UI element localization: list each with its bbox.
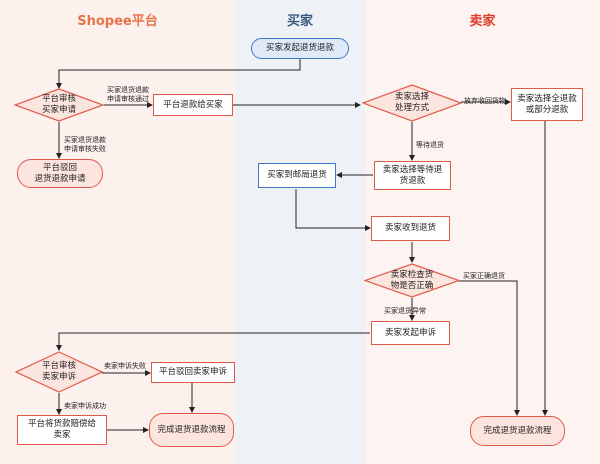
seller-receive-return-node: 卖家收到退货: [371, 216, 450, 241]
seller-appeal-node: 卖家发起申诉: [371, 321, 450, 345]
lane-title-platform: Shopee平台: [77, 14, 158, 29]
seller-choose-method-decision: 卖家选择 处理方式: [362, 84, 462, 122]
platform-reject-appeal-node: 平台驳回卖家申诉: [151, 362, 235, 383]
platform-reject-node: 平台驳回 退货退款申请: [17, 159, 103, 188]
lane-title-seller: 卖家: [469, 14, 496, 29]
platform-review-refund-decision: 平台审核 买家申请: [14, 88, 104, 122]
platform-review-appeal-decision: 平台审核 卖家申诉: [15, 351, 103, 393]
platform-refund-buyer-node: 平台退款给买家: [153, 94, 233, 116]
lane-platform: [0, 0, 235, 464]
seller-check-goods-text: 卖家检查货 物是否正确: [390, 269, 434, 291]
finish-left-node: 完成退货退款流程: [149, 413, 234, 447]
label-appeal-fail: 卖家申诉失败: [104, 362, 146, 370]
label-apply-fail: 买家退货退款 申请审核失败: [64, 136, 106, 153]
lane-buyer: [235, 0, 365, 464]
seller-wait-return-node: 卖家选择等待退 货退款: [374, 161, 451, 190]
finish-right-node: 完成退货退款流程: [470, 416, 565, 446]
buyer-ship-back-node: 买家到邮局退货: [258, 163, 336, 188]
buyer-initiate-node: 买家发起退货退款: [251, 38, 349, 59]
seller-choose-method-text: 卖家选择 处理方式: [394, 92, 429, 113]
label-give-up-goods: 放弃收回货物: [464, 97, 506, 105]
platform-review-refund-text: 平台审核 买家申请: [41, 94, 76, 115]
seller-full-or-partial-node: 卖家选择全退款 或部分退款: [511, 88, 583, 121]
platform-review-appeal-text: 平台审核 卖家申诉: [41, 361, 76, 382]
lane-title-buyer: 买家: [286, 14, 313, 29]
label-apply-pass: 买家退货退款 申请审核通过: [107, 86, 149, 103]
label-goods-correct: 买家正确退货: [463, 272, 505, 280]
seller-check-goods-decision: 卖家检查货 物是否正确: [364, 263, 460, 298]
label-wait-return: 等待退货: [416, 141, 444, 149]
platform-compensate-node: 平台将货款赔偿给 卖家: [17, 415, 107, 445]
label-goods-abnormal: 买家退货异常: [384, 307, 426, 315]
label-appeal-success: 卖家申诉成功: [64, 402, 106, 410]
